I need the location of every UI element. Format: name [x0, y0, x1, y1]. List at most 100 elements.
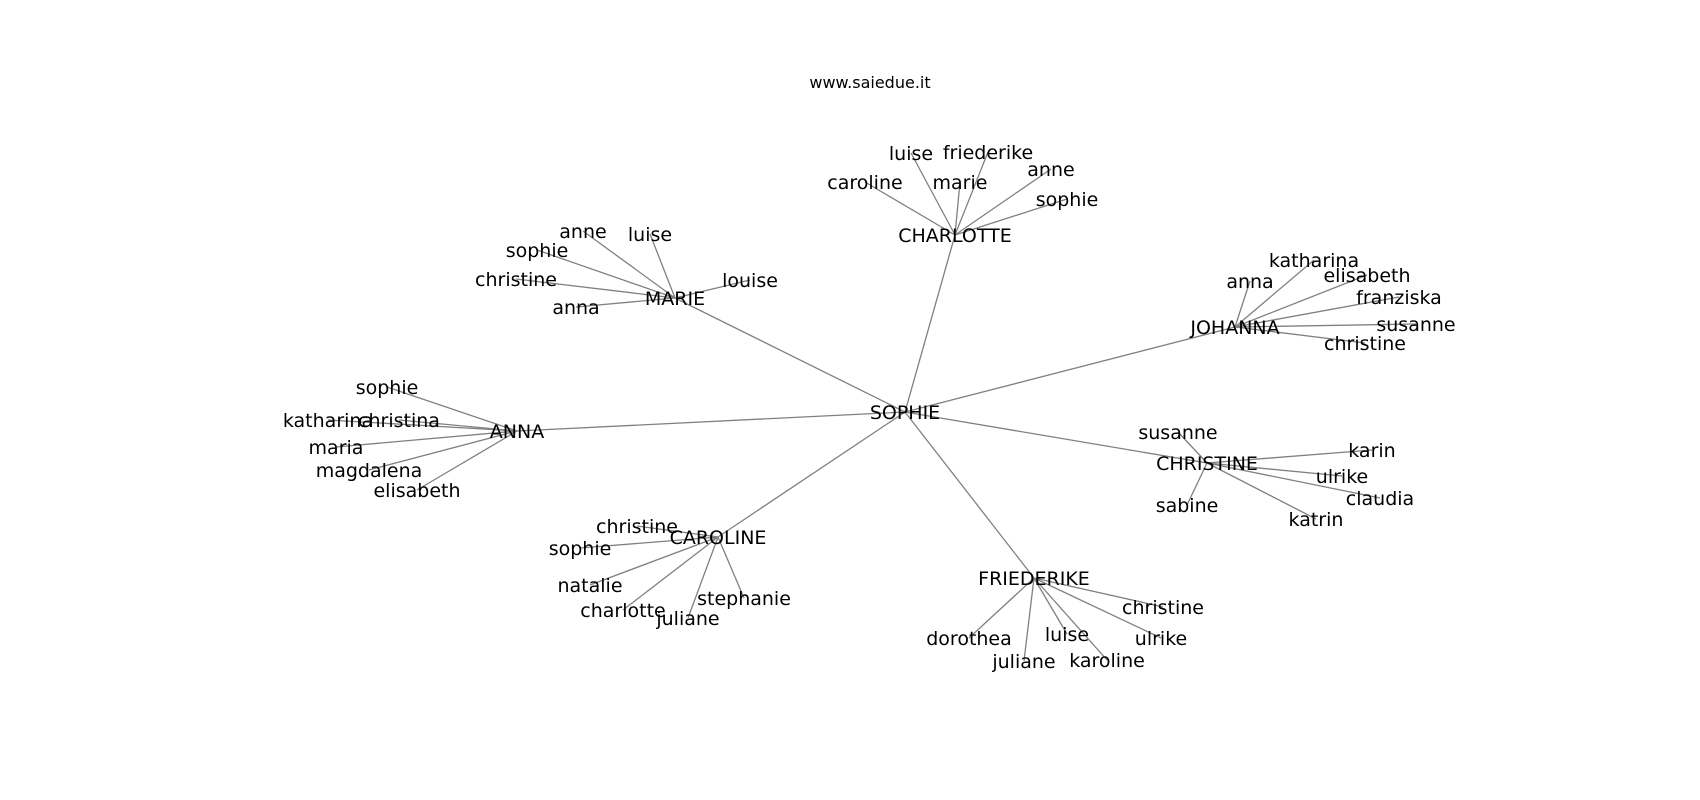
- labels-layer: SOPHIE CHARLOTTE caroline luise friederike ma…: [283, 142, 1456, 673]
- leaf-node-label: elisabeth: [373, 480, 460, 502]
- edge-line: [515, 278, 676, 299]
- leaf-node-label: anna: [552, 297, 599, 319]
- hub-node-label: CHRISTINE: [1156, 453, 1258, 475]
- edge-line: [904, 326, 1236, 413]
- leaf-node-label: anna: [1226, 271, 1273, 293]
- leaf-node-label: ulrike: [1135, 628, 1187, 650]
- edge-line: [622, 536, 719, 611]
- edge-line: [327, 419, 518, 432]
- leaf-node-label: anne: [559, 221, 606, 243]
- leaf-node-label: friederike: [943, 142, 1033, 164]
- edge-line: [1186, 462, 1208, 506]
- leaf-node-label: charlotte: [580, 600, 665, 622]
- leaf-node-label: claudia: [1346, 488, 1414, 510]
- leaf-node-label: dorothea: [926, 628, 1012, 650]
- edge-line: [864, 181, 956, 236]
- edge-line: [910, 152, 956, 236]
- edge-line: [416, 430, 518, 491]
- edge-line: [386, 386, 518, 432]
- edge-line: [674, 279, 751, 299]
- edge-line: [1033, 577, 1162, 639]
- edge-line: [717, 536, 745, 599]
- leaf-node-label: sophie: [1036, 189, 1099, 211]
- edge-line: [1177, 431, 1208, 464]
- edge-line: [1234, 274, 1368, 328]
- edge-line: [575, 297, 676, 308]
- leaf-node-label: karin: [1348, 440, 1395, 462]
- edge-line: [1234, 323, 1417, 328]
- edge-line: [1206, 462, 1317, 520]
- leaf-node-label: sophie: [506, 240, 569, 262]
- leaf-node-label: marie: [933, 172, 988, 194]
- leaf-node-label: sophie: [356, 377, 419, 399]
- leaf-node-label: christina: [358, 410, 440, 432]
- leaf-node-label: stephanie: [697, 588, 791, 610]
- hub-node-label: JOHANNA: [1189, 317, 1279, 339]
- edge-line: [954, 151, 989, 236]
- leaf-node-label: christine: [596, 516, 678, 538]
- leaf-node-label: ulrike: [1316, 466, 1368, 488]
- leaf-node-label: franziska: [1356, 287, 1442, 309]
- edge-line: [1234, 259, 1315, 328]
- leaf-node-label: maria: [309, 437, 364, 459]
- edge-line: [1206, 462, 1381, 499]
- leaf-node-label: sabine: [1156, 495, 1219, 517]
- edge-line: [1033, 577, 1108, 661]
- edge-line: [636, 525, 719, 538]
- leaf-node-label: juliane: [991, 651, 1055, 673]
- leaf-node-label: katharina: [283, 410, 373, 432]
- edge-line: [1234, 296, 1400, 328]
- edge-line: [1206, 462, 1343, 477]
- hub-node-label: MARIE: [645, 288, 705, 310]
- hub-node-label: CAROLINE: [670, 527, 767, 549]
- leaf-node-label: christine: [1122, 597, 1204, 619]
- root-node-label: SOPHIE: [870, 402, 940, 424]
- edges-layer: [327, 151, 1417, 662]
- leaf-node-label: sophie: [549, 538, 612, 560]
- edge-line: [954, 168, 1052, 236]
- edge-line: [954, 181, 961, 236]
- leaf-node-label: juliane: [655, 608, 719, 630]
- hub-node-label: ANNA: [490, 421, 544, 443]
- leaf-node-label: katrin: [1289, 509, 1344, 531]
- leaf-node-label: christine: [475, 269, 557, 291]
- edge-line: [536, 249, 676, 299]
- leaf-node-label: luise: [1045, 624, 1089, 646]
- leaf-node-label: karoline: [1069, 650, 1145, 672]
- leaf-node-label: christine: [1324, 333, 1406, 355]
- edge-line: [1033, 577, 1068, 635]
- leaf-node-label: luise: [628, 224, 672, 246]
- site-title: www.saiedue.it: [809, 73, 930, 92]
- edge-line: [904, 411, 1208, 464]
- leaf-node-label: katharina: [1269, 250, 1359, 272]
- leaf-node-label: susanne: [1138, 422, 1217, 444]
- edge-line: [687, 536, 719, 619]
- edge-line: [582, 230, 676, 299]
- edge-line: [1234, 326, 1366, 344]
- leaf-node-label: anne: [1027, 159, 1074, 181]
- edge-line: [1234, 280, 1251, 328]
- hub-node-label: CHARLOTTE: [898, 225, 1012, 247]
- leaf-node-label: natalie: [557, 575, 622, 597]
- edge-line: [516, 411, 906, 432]
- leaf-node-label: elisabeth: [1323, 265, 1410, 287]
- leaf-node-label: magdalena: [316, 460, 423, 482]
- leaf-node-label: louise: [722, 270, 778, 292]
- leaf-node-label: caroline: [827, 172, 902, 194]
- edge-line: [1023, 577, 1035, 662]
- edge-line: [968, 577, 1035, 639]
- leaf-node-label: luise: [889, 143, 933, 165]
- leaf-node-label: susanne: [1376, 314, 1455, 336]
- edge-line: [954, 198, 1068, 236]
- edge-line: [589, 536, 719, 586]
- edge-line: [649, 233, 676, 299]
- edge-line: [904, 411, 1035, 579]
- hub-node-label: FRIEDERIKE: [978, 568, 1090, 590]
- edge-line: [335, 430, 518, 448]
- edge-line: [1033, 577, 1164, 608]
- edge-line: [717, 411, 906, 538]
- edge-line: [579, 536, 719, 549]
- edge-line: [904, 234, 956, 413]
- edge-line: [398, 419, 518, 432]
